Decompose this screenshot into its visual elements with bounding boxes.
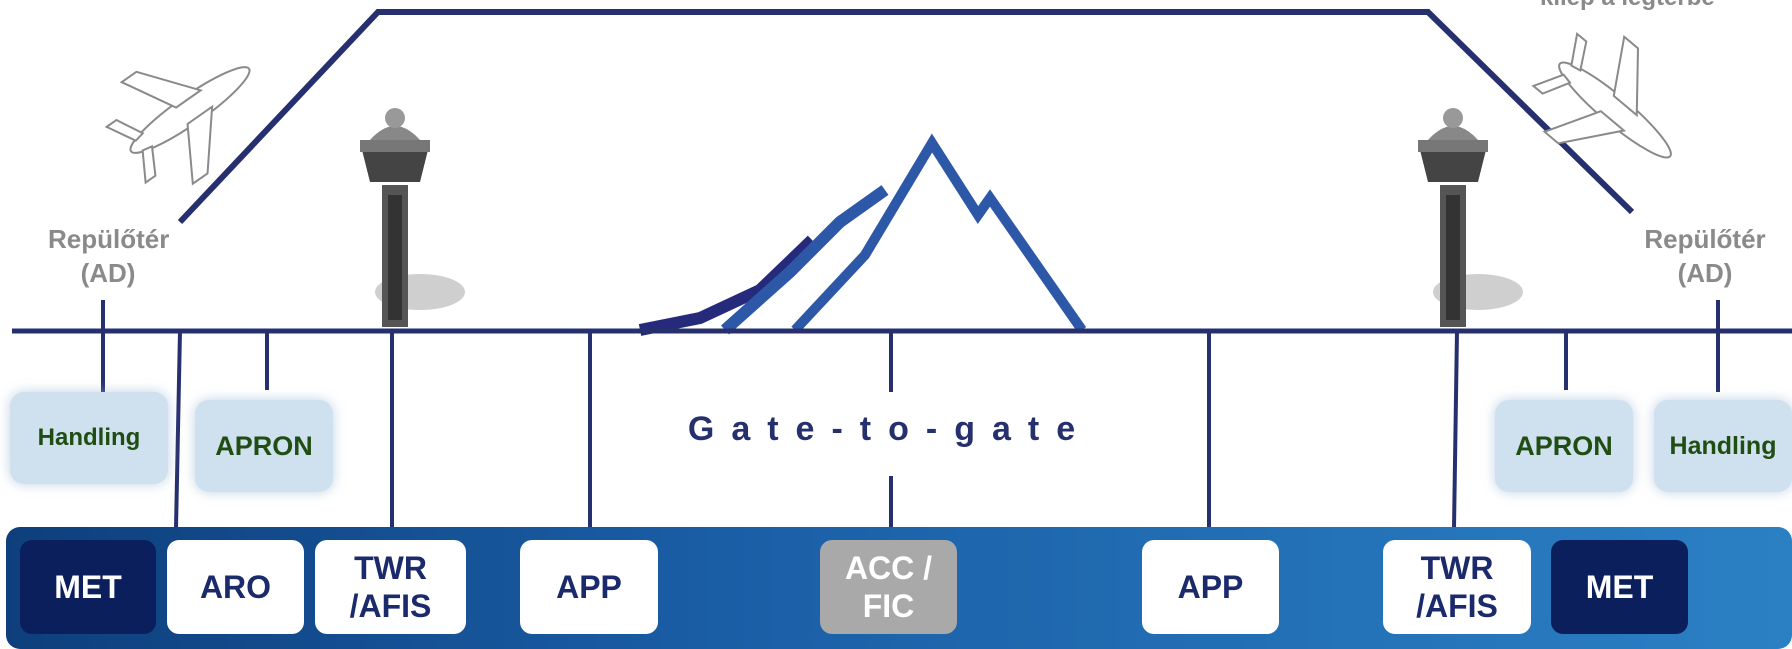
airport-label-line2: (AD) <box>80 258 136 288</box>
gate-to-gate-label: Gate-to-gate <box>687 410 1093 448</box>
airport-label-line1: Repülőtér <box>48 224 170 254</box>
apron-box-right: APRON <box>1495 400 1633 492</box>
met-box-left: MET <box>20 540 156 634</box>
flight-profile-line <box>177 9 1635 225</box>
box-line1: TWR <box>354 550 427 586</box>
twr-afis-box-right: TWR/AFIS <box>1383 540 1531 634</box>
box-line1: ACC / <box>844 550 933 586</box>
app-box-left: APP <box>520 540 658 634</box>
twr-afis-box-left: TWR/AFIS <box>315 540 466 634</box>
met-box-right: MET <box>1551 540 1688 634</box>
airport-label-right: Repülőtér (AD) <box>1640 222 1770 290</box>
airplane-icon <box>104 66 251 186</box>
top-right-text: kilép a légtérbe <box>1540 0 1715 12</box>
aro-box: ARO <box>167 540 304 634</box>
control-tower-icon <box>1418 108 1523 327</box>
mountain-icon <box>638 133 1087 336</box>
airport-label-line2: (AD) <box>1677 258 1733 288</box>
box-line2: /AFIS <box>1416 588 1498 624</box>
handling-box-left: Handling <box>10 392 168 484</box>
control-tower-icon <box>360 108 465 327</box>
handling-box-right: Handling <box>1654 400 1792 492</box>
airplane-icon <box>1531 31 1672 159</box>
apron-box-left: APRON <box>195 400 333 492</box>
airport-label-line1: Repülőtér <box>1644 224 1766 254</box>
box-line1: TWR <box>1420 550 1494 586</box>
box-line2: /AFIS <box>349 588 432 624</box>
app-box-right: APP <box>1142 540 1279 634</box>
box-line2: FIC <box>862 588 915 624</box>
airport-label-left: Repülőtér (AD) <box>48 222 170 290</box>
acc-fic-box: ACC /FIC <box>820 540 957 634</box>
